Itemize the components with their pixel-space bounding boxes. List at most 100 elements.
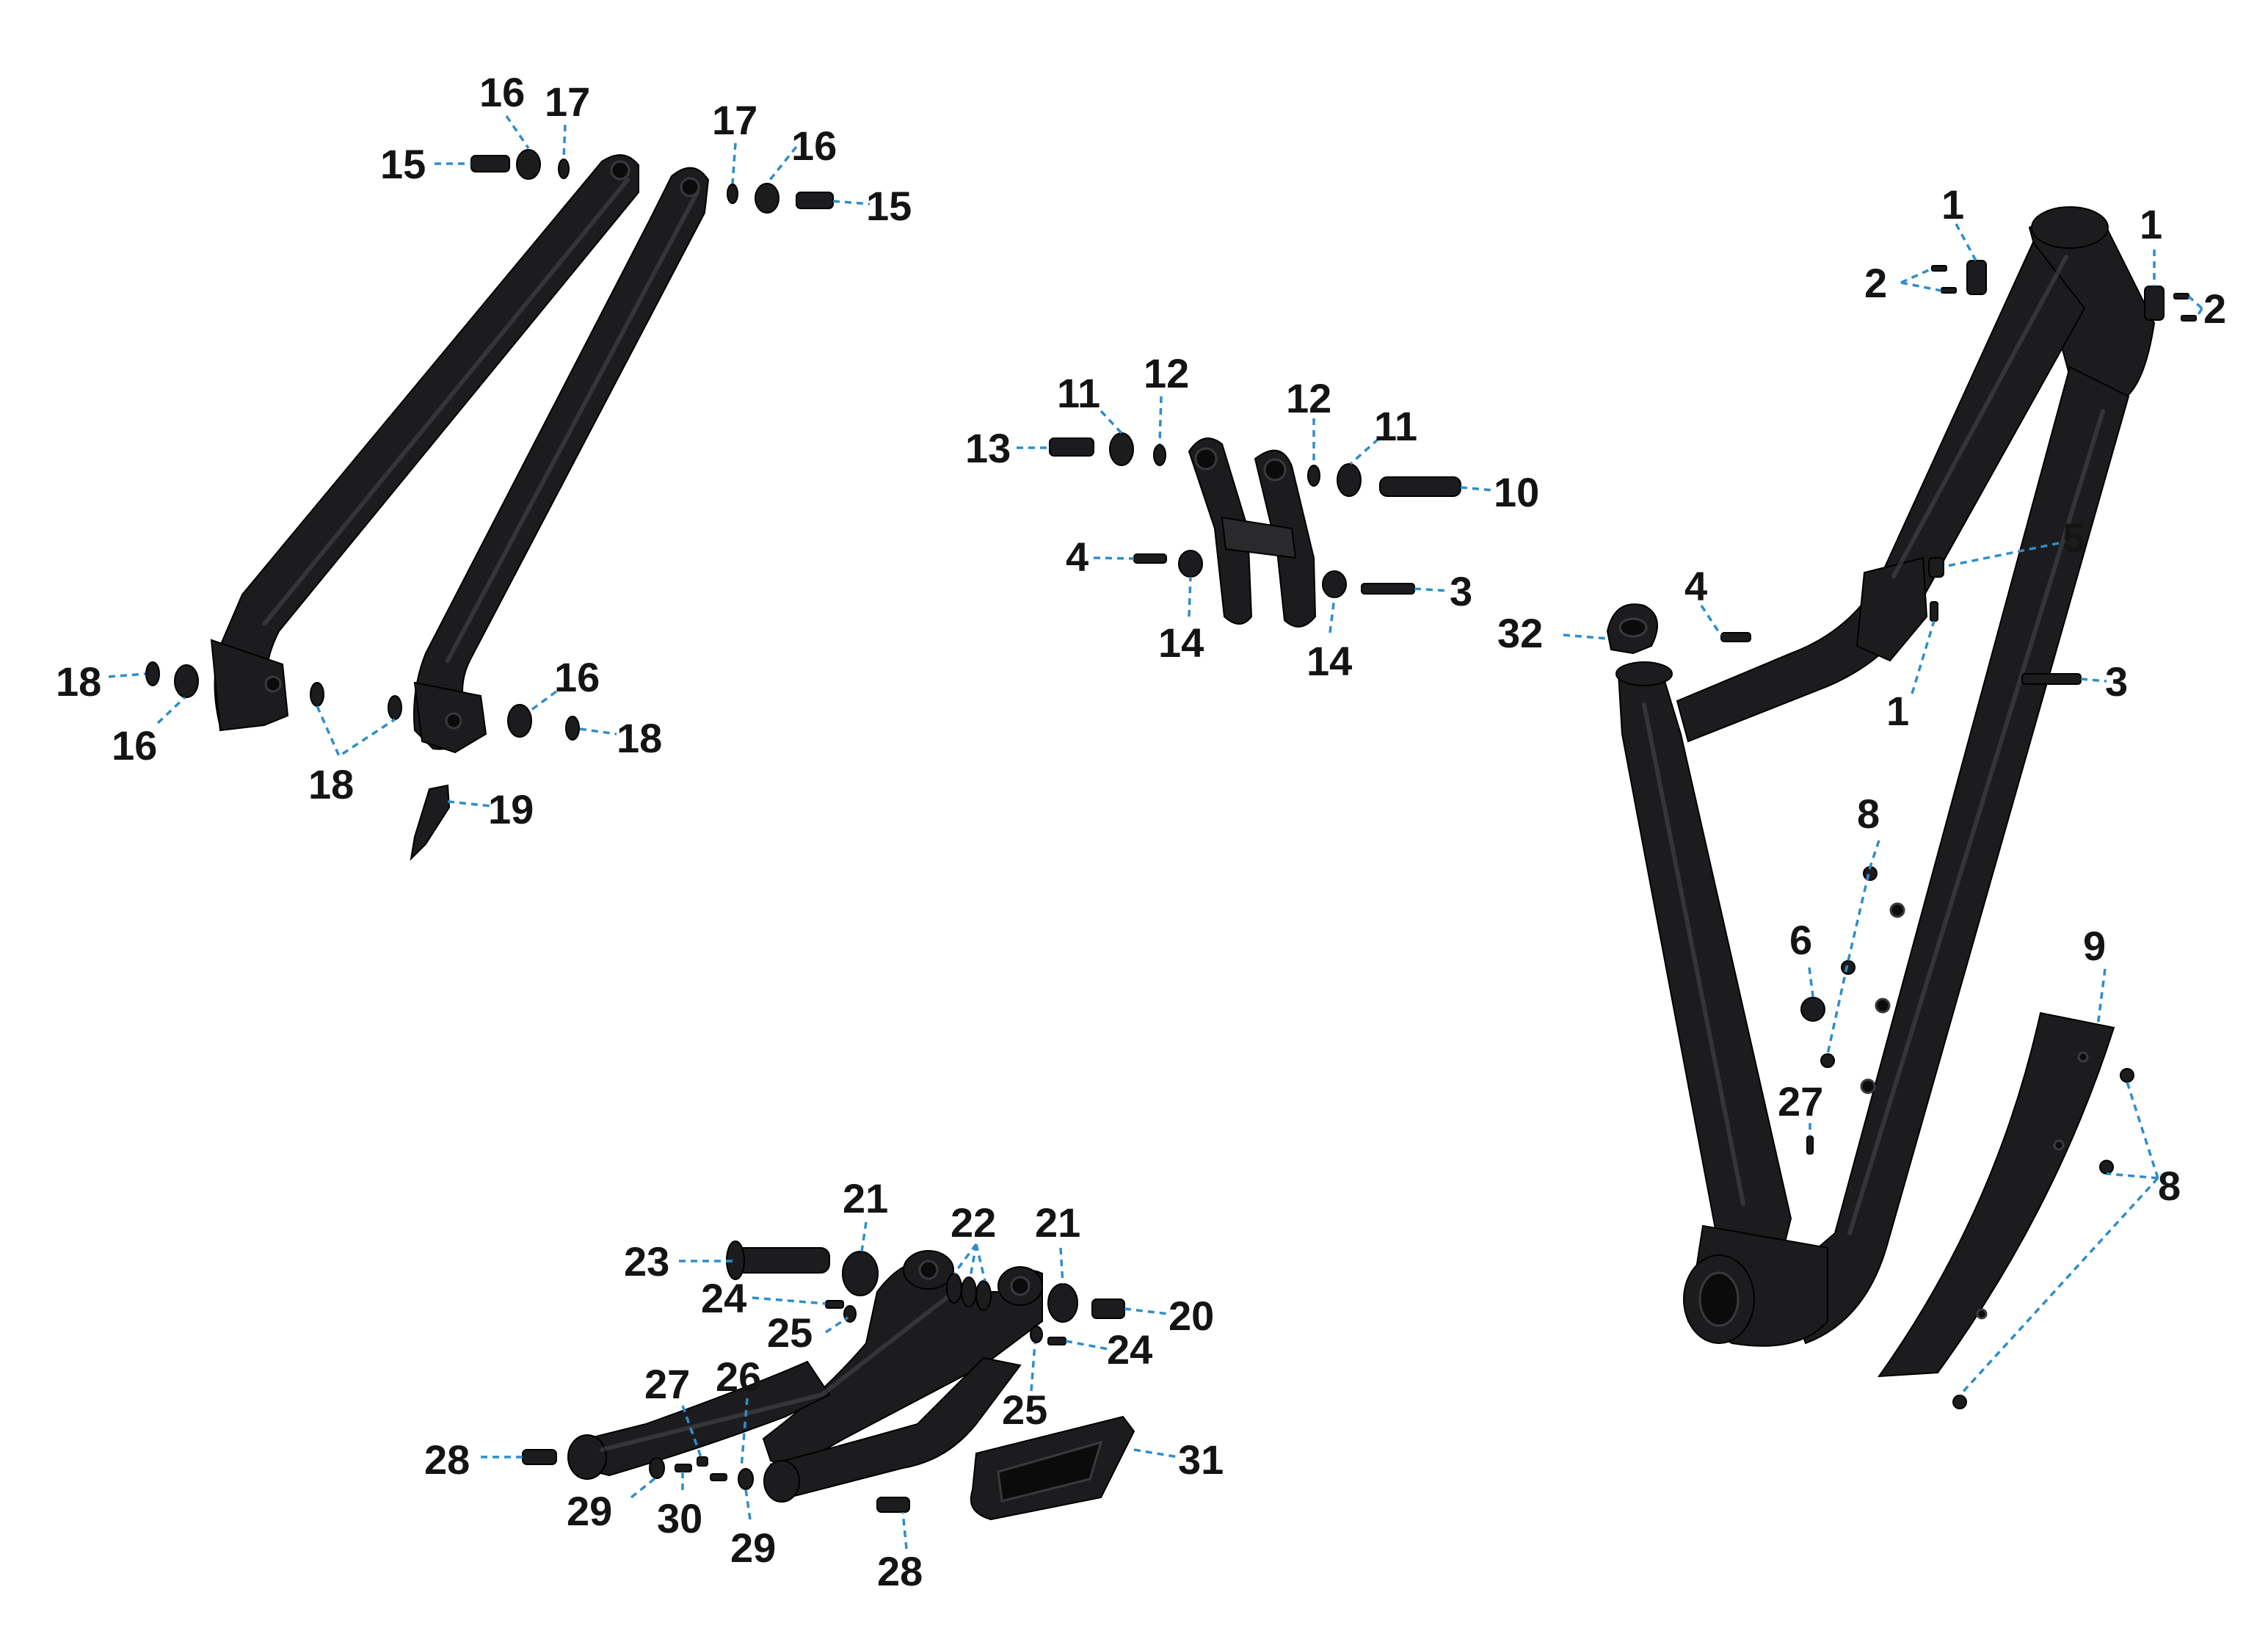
leader-25-left [825,1316,848,1334]
bolt-4-frame [1720,632,1751,642]
callout-23: 23 [624,1238,669,1285]
leader-24-left [752,1296,826,1305]
pivot-bolt-15-left [470,155,510,172]
leader-14-left [1188,576,1192,617]
callout-24-left: 24 [701,1275,746,1321]
callout-4-frame: 4 [1684,563,1707,609]
leader-15-right [832,200,871,206]
callout-1-left: 1 [1941,181,1964,228]
chainstay-eye-upper-bore [918,1260,939,1280]
guard-9-slot-1 [2077,1051,2089,1063]
leader-lines [108,115,2203,1550]
down-tube-port-1 [1889,902,1905,918]
leader-24-right [1065,1340,1109,1351]
front-triangle-highlight [1642,255,2105,1235]
callout-9: 9 [2083,923,2106,969]
seat-stay-top-eye-right [680,177,700,197]
callout-2-right: 2 [2203,286,2226,332]
rocker-link-assembly [1049,432,1461,628]
insert-25-right [1030,1326,1043,1343]
callout-18-outer-left: 18 [56,658,101,705]
axle-bolt-28-bottom [876,1497,910,1513]
leader-8-guard [1958,1081,2159,1397]
guard-9-slot-3 [1976,1308,1988,1320]
callout-21-left: 21 [843,1175,888,1221]
pivot-bolt-20 [1091,1298,1125,1319]
leader-11-right [1349,437,1380,465]
down-tube-guard-9 [1877,1011,2115,1378]
callout-12-left: 12 [1144,350,1189,396]
callout-29-left: 29 [567,1488,612,1534]
callout-15-left: 15 [380,141,426,187]
rocker-link-eye-front [1194,447,1218,471]
leader-14-right [1329,597,1336,633]
callout-28-bottom: 28 [877,1548,923,1594]
shock-mount-bracket [1856,556,1928,662]
leader-31 [1133,1448,1179,1459]
leader-4-link [1093,556,1135,560]
screw-24-right [1047,1337,1066,1345]
callout-24-right: 24 [1107,1326,1152,1373]
seat-stay-dropout-eye-left [264,675,282,693]
leader-2-right [2187,295,2203,319]
callout-22: 22 [951,1199,996,1246]
leader-18-inner [316,705,396,758]
callout-27-frame: 27 [1778,1078,1823,1125]
leader-19 [447,800,491,807]
bearing-22-a [946,1273,962,1304]
cable-guide-5 [1928,557,1944,578]
bushing-16-lower-left [174,664,199,698]
leader-18-outer-left [108,672,146,678]
leader-22 [953,1243,986,1282]
leader-1-lower [1911,620,1936,694]
spacer-17-top-left [558,159,570,179]
shock-bolt-3-link [1361,583,1415,595]
head-tube-top [2031,206,2109,249]
bb-shell-bore [1698,1271,1740,1327]
washer-18-outer-left [145,661,160,686]
callout-18-outer-right: 18 [617,715,662,761]
guard-screw-8-a [2120,1068,2134,1083]
chainstay-dropout-left [567,1434,607,1480]
rocker-link-bridge [1221,516,1297,559]
callout-10: 10 [1494,469,1539,515]
callout-15-right: 15 [866,183,912,229]
callout-16-top-right: 16 [791,123,837,169]
bearing-22-b [961,1276,977,1307]
spacer-12-right [1307,465,1320,487]
leader-4-frame [1700,605,1723,636]
leader-27-chainstay [681,1405,702,1458]
leader-16-top-left [505,115,530,149]
screw-2-right-b [2181,315,2197,322]
callout-3-link: 3 [1450,568,1472,614]
callout-2-left: 2 [1864,260,1887,306]
chainstay-guard-31-window [997,1440,1103,1503]
callout-28-left: 28 [424,1436,470,1483]
pivot-bolt-15-right [796,192,834,209]
leader-20 [1124,1307,1169,1315]
seat-tube-mouth [1615,661,1673,686]
bottle-boss-8-c [1820,1053,1835,1068]
down-tube-port-3 [1860,1078,1876,1094]
axle-bolt-28-left [522,1449,557,1465]
shock-spacer-14-left [1178,550,1203,578]
callout-27-chainstay: 27 [644,1361,690,1407]
guard-9-slot-2 [2053,1139,2065,1151]
screw-24-left [825,1300,844,1309]
callout-17-top-right: 17 [712,97,757,143]
bearing-21-right [1047,1283,1078,1323]
callout-29-right: 29 [730,1525,776,1571]
leader-2-left [1900,267,1942,292]
grommet-6 [1800,997,1825,1022]
callout-1-right: 1 [2140,201,2162,247]
guard-screw-8-c [1952,1395,1967,1409]
leader-12-left [1158,396,1163,445]
callout-8-bosses: 8 [1857,791,1880,837]
seat-stay-highlight [262,178,699,663]
callout-1-lower: 1 [1886,688,1909,734]
callout-16-lower-right: 16 [554,654,600,700]
callout-12-right: 12 [1286,375,1331,421]
callout-14-right: 14 [1306,638,1352,684]
bearing-21-left [842,1251,879,1296]
